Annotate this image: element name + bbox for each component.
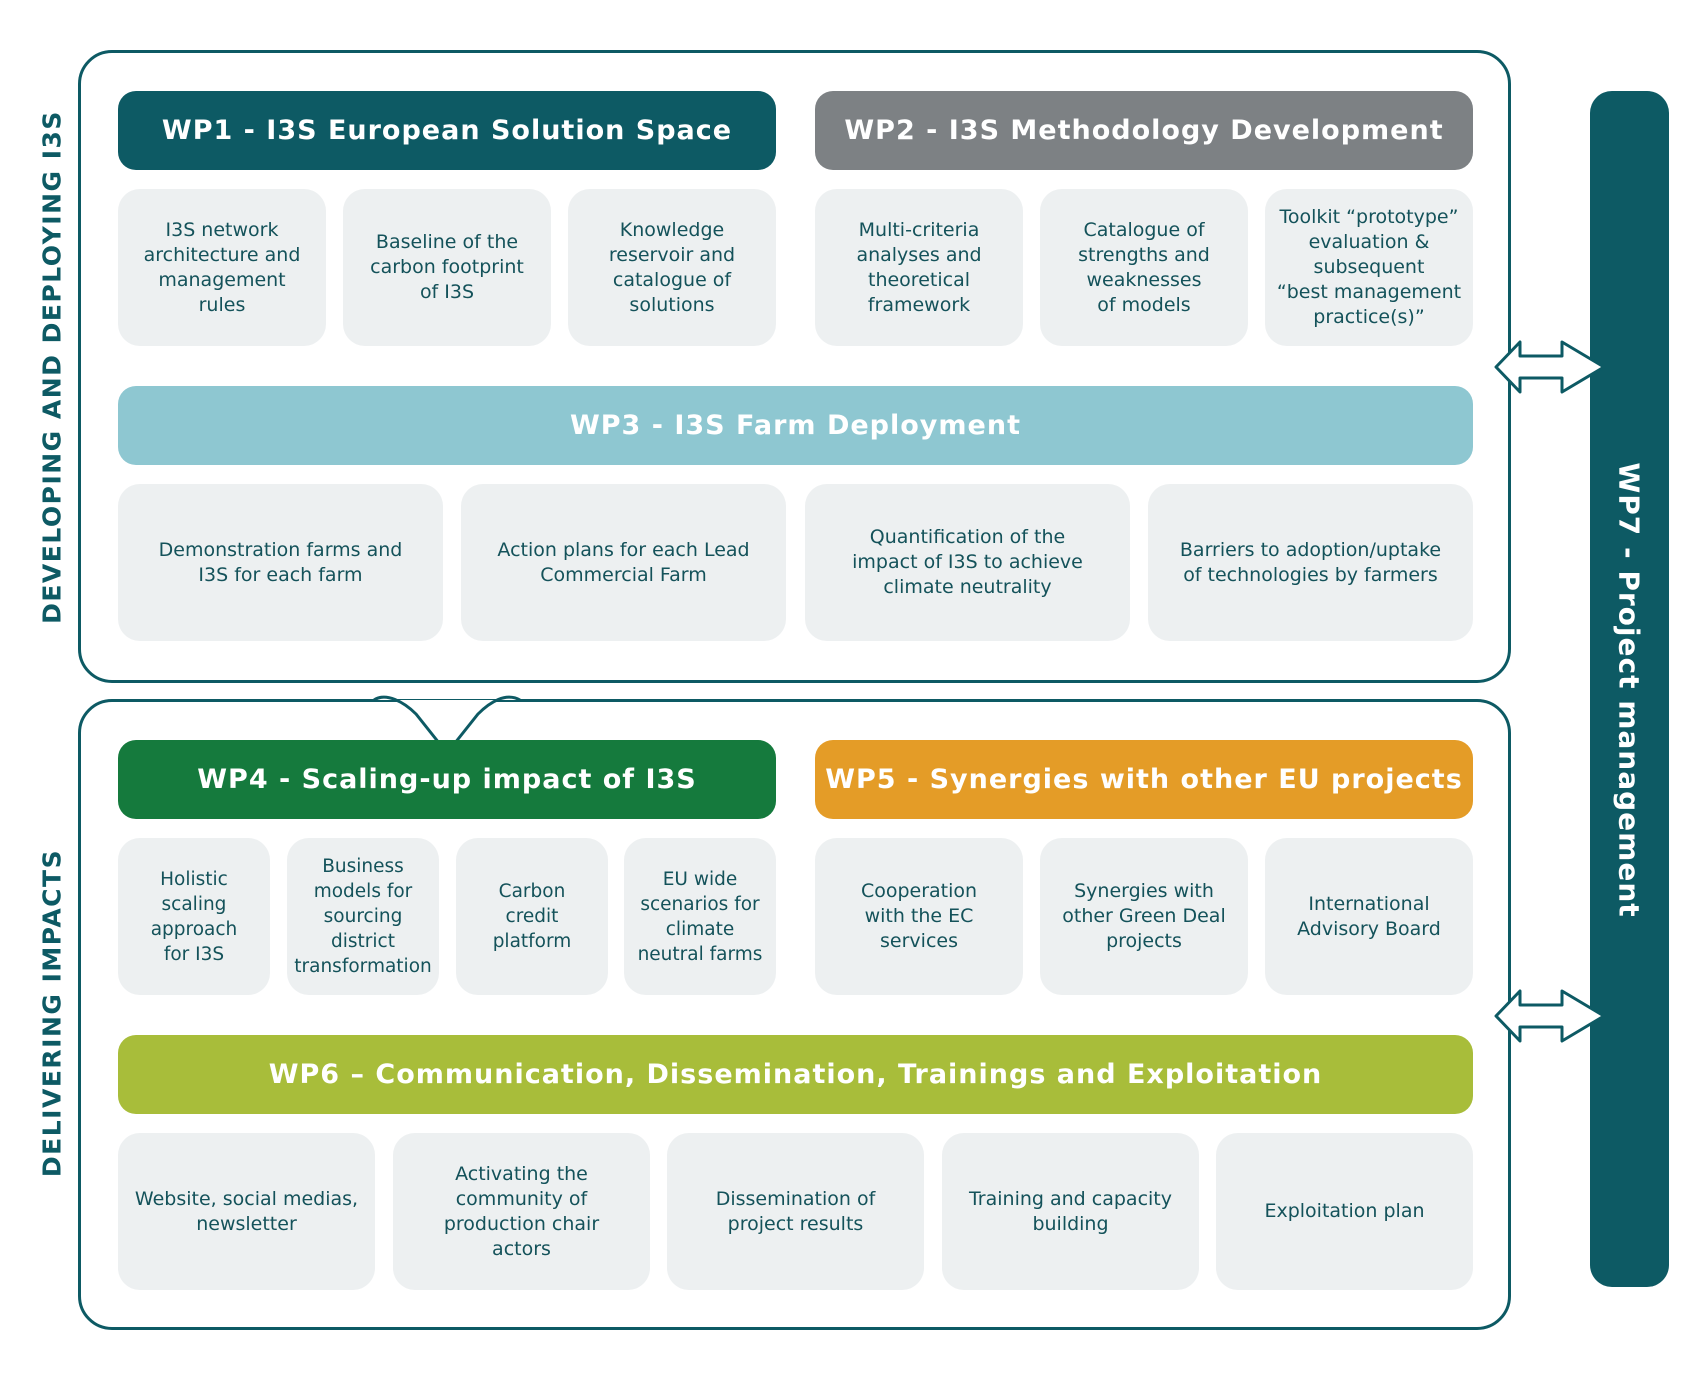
wp5-item: International Advisory Board [1265,838,1473,995]
wp6-item: Exploitation plan [1216,1133,1473,1290]
wp4-header: WP4 - Scaling-up impact of I3S [118,740,776,819]
wp4-item: EU wide scenarios for climate neutral fa… [624,838,776,995]
wp5-item: Synergies with other Green Deal projects [1040,838,1248,995]
wp1-header: WP1 - I3S European Solution Space [118,91,776,170]
wp3-item: Quantification of the impact of I3S to a… [805,484,1130,641]
wp6-item: Dissemination of project results [667,1133,924,1290]
wp4-item: Carbon credit platform [456,838,608,995]
wp2-item: Catalogue of strengths and weaknesses of… [1040,189,1248,346]
wp6-item: Training and capacity building [942,1133,1199,1290]
wp7-bar [1590,91,1669,1287]
wp3-item: Barriers to adoption/uptake of technolog… [1148,484,1473,641]
wp1-item: I3S network architecture and management … [118,189,326,346]
wp2-item: Multi-criteria analyses and theoretical … [815,189,1023,346]
wp2-header: WP2 - I3S Methodology Development [815,91,1473,170]
wp6-item: Activating the community of production c… [393,1133,650,1290]
wp5-header: WP5 - Synergies with other EU projects [815,740,1473,819]
wp1-item: Baseline of the carbon footprint of I3S [343,189,551,346]
wp6-header: WP6 – Communication, Dissemination, Trai… [118,1035,1473,1114]
wp3-item: Action plans for each Lead Commercial Fa… [461,484,786,641]
wp3-header: WP3 - I3S Farm Deployment [118,386,1473,465]
wp4-item: Holistic scaling approach for I3S [118,838,270,995]
wp3-item: Demonstration farms and I3S for each far… [118,484,443,641]
wp5-item: Cooperation with the EC services [815,838,1023,995]
wp2-item: Toolkit “prototype” evaluation & subsequ… [1265,189,1473,346]
wp4-item: Business models for sourcing district tr… [287,838,439,995]
wp6-item: Website, social medias, newsletter [118,1133,375,1290]
wp1-item: Knowledge reservoir and catalogue of sol… [568,189,776,346]
